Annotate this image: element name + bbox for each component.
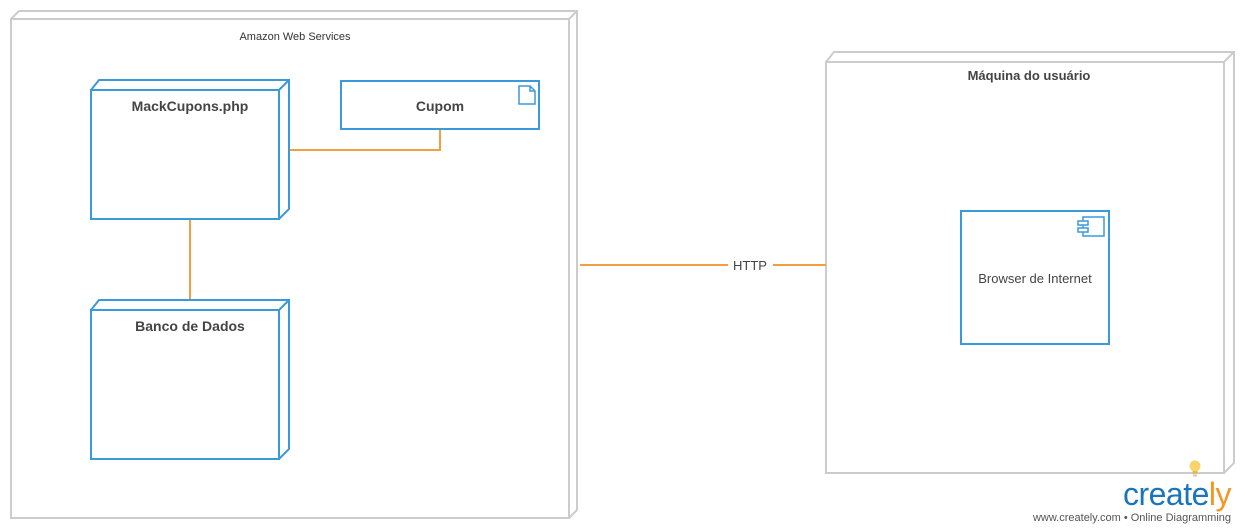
aws-title: Amazon Web Services	[239, 31, 351, 43]
user-machine-title: Máquina do usuário	[968, 68, 1091, 83]
node-banco-de-dados[interactable]: Banco de Dados	[90, 299, 290, 460]
creately-watermark: creately www.creately.com • Online Diagr…	[1032, 460, 1232, 524]
creately-logo[interactable]: creately	[1033, 476, 1232, 512]
document-icon	[518, 85, 536, 105]
cupom-title: Cupom	[416, 98, 464, 114]
artifact-cupom[interactable]: Cupom	[340, 80, 540, 130]
browser-title: Browser de Internet	[978, 271, 1092, 286]
connector-mackcupons-cupom[interactable]	[289, 129, 441, 151]
http-label: HTTP	[733, 258, 767, 273]
brand-accent: ly	[1208, 476, 1232, 512]
lightbulb-icon	[1189, 460, 1201, 477]
creately-tagline[interactable]: www.creately.com • Online Diagramming	[1032, 512, 1231, 524]
component-icon	[1077, 216, 1105, 237]
mackcupons-title: MackCupons.php	[132, 98, 249, 114]
brand-main: create	[1122, 476, 1209, 512]
component-browser[interactable]: Browser de Internet	[960, 210, 1110, 345]
node-mackcupons[interactable]: MackCupons.php	[90, 79, 290, 220]
banco-title: Banco de Dados	[135, 318, 245, 334]
connectors: HTTP	[189, 129, 826, 300]
